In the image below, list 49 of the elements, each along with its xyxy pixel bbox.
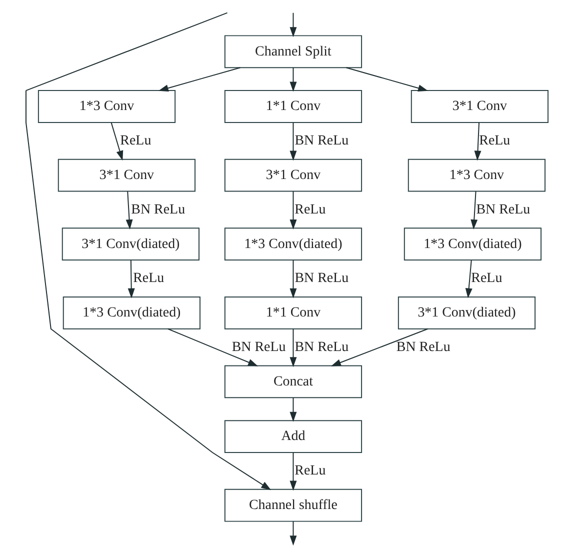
node-box: 3*1 Conv	[410, 90, 548, 123]
node-box: 1*1 Conv	[224, 90, 362, 123]
node-box: 1*3 Conv	[407, 158, 546, 192]
arrow	[470, 190, 478, 230]
arrow	[289, 397, 296, 422]
arrow	[289, 12, 296, 38]
edge-label: ReLu	[294, 202, 326, 218]
edge-label: BN ReLu	[294, 340, 348, 355]
node-box: Concat	[224, 365, 362, 398]
arrow	[474, 122, 481, 161]
edge-label: BN ReLu	[294, 134, 348, 149]
arrow	[289, 190, 296, 230]
arrow	[289, 67, 296, 92]
node-box: Channel Split	[224, 35, 362, 68]
node-box: 1*3 Conv(diated)	[224, 228, 362, 261]
edge-label: BN ReLu	[130, 202, 185, 218]
node-box: 3*1 Conv	[57, 158, 195, 192]
node-box: 3*1 Conv(diated)	[397, 296, 536, 330]
edge-label: BN ReLu	[476, 202, 530, 218]
arrow	[289, 520, 296, 546]
edge-label: ReLu	[132, 271, 164, 286]
node-box: 3*1 Conv	[224, 158, 362, 192]
arrow	[25, 12, 271, 490]
arrow	[125, 190, 132, 230]
arrow	[289, 122, 296, 161]
arrow	[110, 122, 123, 161]
node-box: 1*1 Conv	[224, 296, 362, 330]
arrow	[289, 260, 296, 298]
arrow	[289, 328, 296, 368]
node-box: 1*3 Conv(diated)	[62, 296, 200, 330]
arrow	[464, 260, 472, 298]
node-box: 3*1 Conv(diated)	[61, 228, 199, 261]
node-box: Add	[224, 420, 362, 453]
arrow	[330, 328, 428, 366]
arrow	[158, 67, 240, 92]
edge-label: BN ReLu	[294, 271, 348, 286]
edge-label: BN ReLu	[231, 340, 286, 355]
edge-label: ReLu	[478, 134, 510, 149]
arrow	[127, 260, 134, 298]
arrow	[345, 67, 428, 92]
edge-label: ReLu	[294, 464, 326, 479]
edge-label: ReLu	[470, 271, 502, 286]
node-box: 1*3 Conv(diated)	[403, 228, 542, 261]
edge-label: BN ReLu	[396, 340, 450, 355]
node-box: Channel shuffle	[224, 488, 362, 522]
arrow	[166, 328, 258, 366]
node-box: 1*3 Conv	[37, 90, 176, 123]
edge-label: ReLu	[120, 134, 151, 149]
arrow	[289, 452, 296, 491]
